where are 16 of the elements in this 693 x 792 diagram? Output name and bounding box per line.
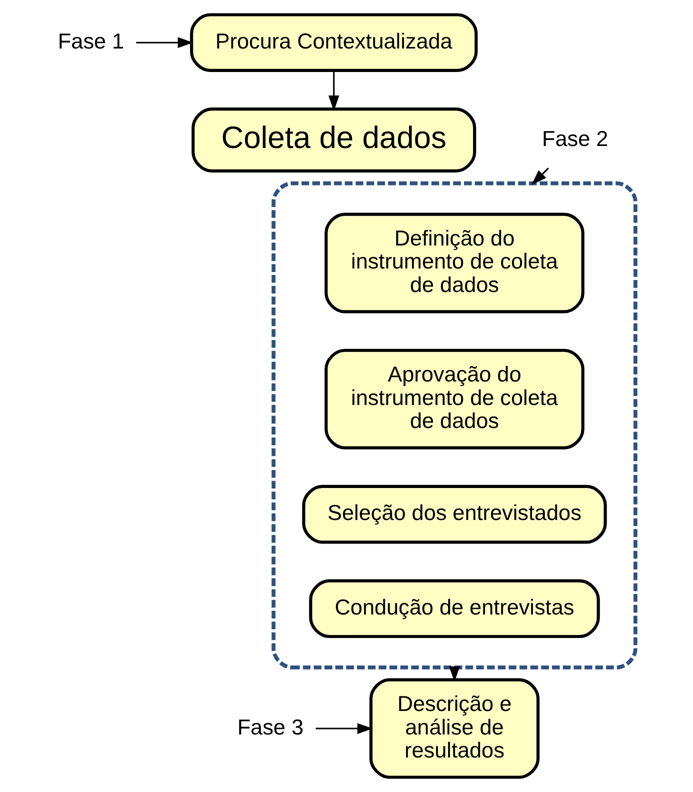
node-text: Fase 1 xyxy=(57,28,124,54)
arrow xyxy=(328,70,339,111)
node-box: Aprovação do instrumento de coleta de dados xyxy=(324,348,584,450)
node-text: Fase 3 xyxy=(236,714,304,740)
node-box: Condução de entrevistas xyxy=(308,579,600,638)
node-box: Seleção dos entrevistados xyxy=(302,484,606,544)
node-box: Procura Contextualizada xyxy=(190,13,478,72)
arrow xyxy=(315,723,372,734)
node-box: Descrição e análise de resultados xyxy=(368,678,540,779)
arrow xyxy=(530,168,548,185)
node-box: Coleta de dados xyxy=(191,108,476,173)
node-box: Definição do instrumento de coleta de dados xyxy=(324,212,584,314)
cluster xyxy=(271,181,637,670)
node-text: Fase 2 xyxy=(542,126,608,151)
arrow xyxy=(136,37,193,48)
arrow xyxy=(448,666,460,682)
